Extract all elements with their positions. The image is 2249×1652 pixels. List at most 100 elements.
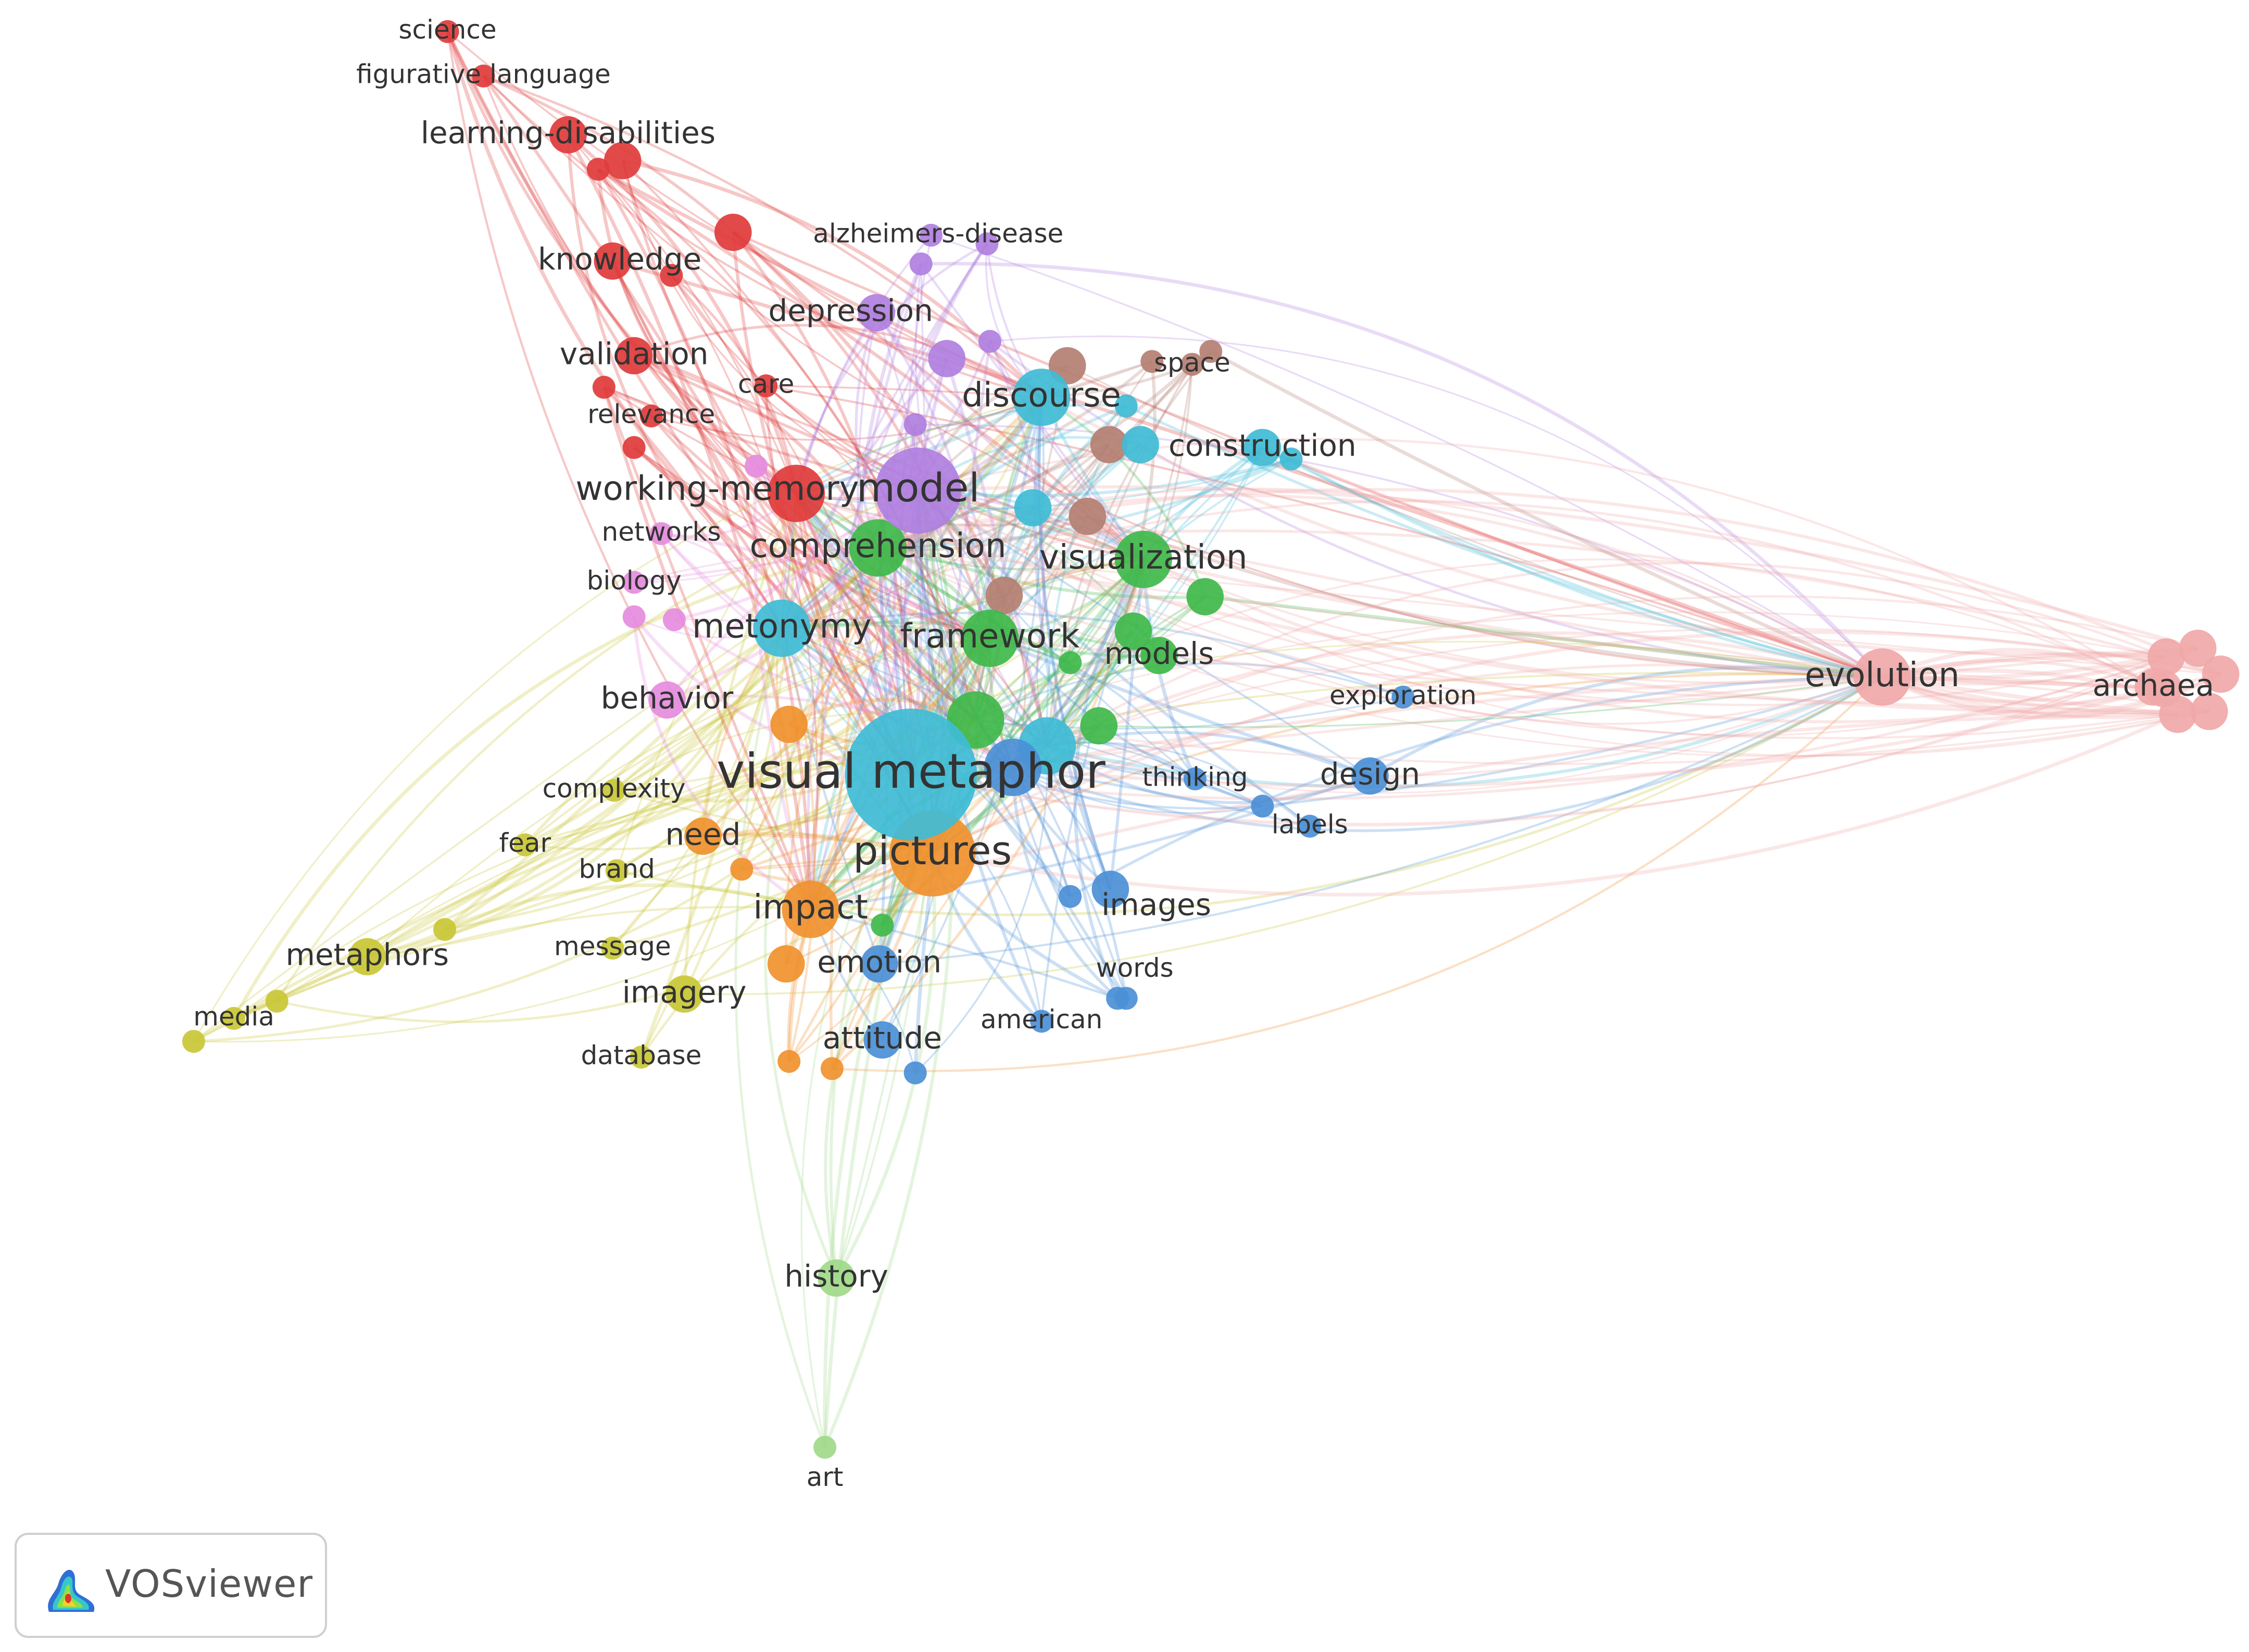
network-edges [193, 31, 2222, 1448]
network-edge [275, 489, 919, 1002]
network-edge [446, 31, 1014, 769]
network-edge [1881, 675, 2164, 707]
node-care [755, 374, 778, 398]
network-edge [785, 396, 1042, 964]
network-edge [1369, 665, 1883, 778]
network-edge [782, 611, 1404, 698]
network-edge [1881, 675, 2178, 716]
network-edge [764, 547, 880, 1279]
network-edge [1067, 365, 1882, 678]
node-label: archaea [2092, 667, 2214, 703]
node-complexity [602, 778, 626, 802]
network-edge [604, 386, 1048, 747]
network-edge [917, 490, 1196, 780]
network-edge [932, 712, 2179, 897]
node-label: model [857, 464, 980, 511]
network-node [2190, 692, 2228, 730]
network-edge [651, 396, 1042, 441]
network-edge [911, 647, 2198, 825]
network-edge [788, 558, 1144, 726]
network-edge [597, 168, 797, 494]
network-edge [613, 637, 990, 791]
network-node [662, 608, 686, 632]
network-edge [483, 74, 991, 639]
network-node [622, 436, 646, 459]
network-nodes [182, 20, 2240, 1459]
network-edge [734, 628, 826, 1448]
network-edge [1036, 515, 1088, 746]
network-edge [622, 160, 1014, 768]
node-emotion [861, 945, 898, 983]
network-edge [1046, 745, 1371, 804]
node-media [222, 1007, 246, 1030]
network-edge [1047, 627, 2221, 747]
network-node [1122, 426, 1160, 463]
network-edge [732, 231, 913, 775]
network-edge [795, 491, 2209, 714]
network-edge [1370, 676, 1883, 777]
network-edge [795, 491, 1071, 664]
network-edge [823, 490, 956, 1448]
network-edge [1012, 595, 2198, 768]
network-edge [1204, 595, 1882, 679]
node-label: fear [499, 828, 551, 858]
node-comprehension [849, 519, 907, 577]
network-node [433, 918, 457, 941]
node-label: relevance [587, 399, 715, 429]
network-node [1059, 651, 1082, 674]
network-edge [1882, 655, 2167, 686]
network-edge [566, 134, 783, 629]
network-edge [911, 647, 2198, 776]
network-edge [1290, 458, 1883, 679]
network-node [909, 252, 933, 275]
network-edge [782, 361, 1153, 629]
network-edge [918, 485, 2198, 650]
network-node [744, 455, 768, 478]
network-edge [597, 168, 812, 910]
network-node [985, 576, 1023, 614]
network-edge [781, 627, 1048, 748]
node-learning-disabilities [549, 116, 587, 154]
node-knowledge [594, 242, 632, 280]
network-edge [1881, 675, 2178, 716]
network-edge [782, 623, 1071, 664]
network-edge [975, 662, 1404, 721]
node-label: figurative language [356, 59, 611, 90]
network-edge [918, 457, 1292, 498]
network-node [604, 142, 642, 180]
network-edge [567, 133, 798, 494]
node-label: complexity [543, 774, 686, 804]
network-edge [989, 637, 1196, 780]
network-node [978, 330, 1001, 353]
network-edge [1881, 648, 2165, 690]
network-edge [1109, 559, 1145, 890]
node-american [1030, 1010, 1053, 1033]
network-edge [809, 444, 1110, 910]
network-edge [917, 489, 1311, 828]
network-node [1140, 350, 1164, 373]
network-edge [232, 546, 878, 1019]
network-edge [796, 360, 1152, 495]
network-edge [781, 396, 1043, 630]
network-edge [1143, 558, 2154, 689]
node-label: alzheimers-disease [813, 218, 1063, 248]
network-node [730, 857, 753, 881]
network-edge [1011, 767, 1127, 999]
network-edge [945, 358, 1049, 747]
network-node [1251, 795, 1274, 818]
network-edge [1125, 405, 1883, 679]
network-edge [1012, 675, 1882, 770]
network-edge [781, 628, 881, 965]
network-edge [1069, 675, 1882, 898]
network-edge [633, 446, 977, 722]
network-node [2144, 670, 2182, 708]
node-visual-metaphor [845, 708, 977, 841]
network-node [975, 232, 999, 256]
network-edge [1262, 676, 1883, 808]
network-edge [918, 489, 2210, 757]
network-node [1090, 426, 1128, 463]
network-node [1069, 497, 1107, 535]
network-edge [795, 493, 1048, 747]
network-edge [795, 492, 1205, 599]
